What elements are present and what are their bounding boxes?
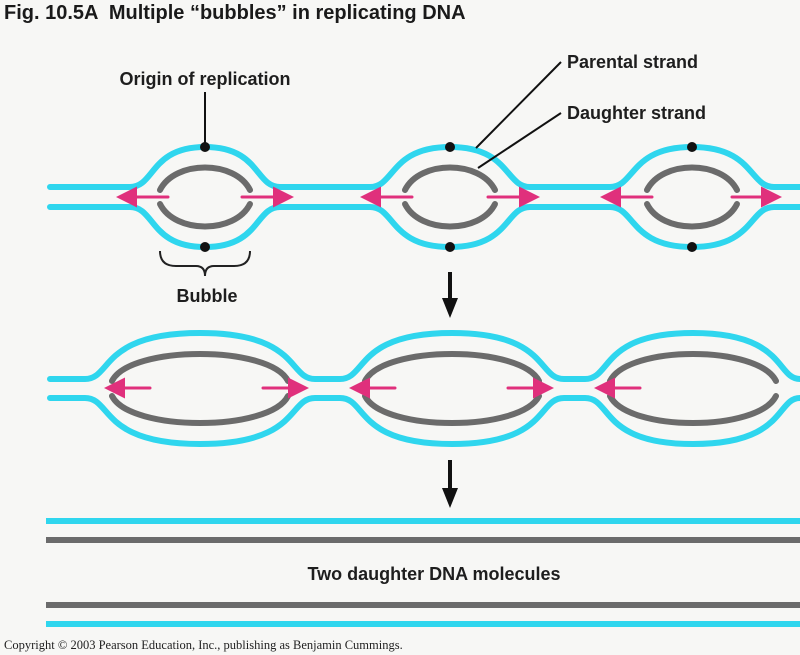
daughter-strand-label: Daughter strand [567,103,706,123]
origin-of-replication-label: Origin of replication [119,69,290,89]
down-arrow [442,460,458,508]
bubble-label: Bubble [177,286,238,306]
daughter-strand [402,201,498,230]
origin-dot [445,142,455,152]
parental-strand [46,621,800,627]
figure-title: Fig. 10.5A Multiple “bubbles” in replica… [4,2,466,24]
daughter-strand [109,393,291,426]
parental-strand-label: Parental strand [567,52,698,72]
stage-3-daughter-molecules [46,518,800,627]
daughter-strand [644,201,740,230]
daughter-leader-line [477,112,562,169]
stage-2-expanded-bubbles [47,329,800,448]
origin-dot [200,242,210,252]
daughter-strand [644,164,740,193]
stage-1-early-bubbles [47,142,800,252]
daughter-strand [362,393,542,426]
parental-strand-bottom [47,395,800,448]
down-arrow [442,272,458,318]
daughter-molecule-top [46,518,800,543]
bubble-brace [159,250,251,277]
origin-dot [687,142,697,152]
daughter-strand [109,351,291,384]
daughter-strand [46,602,800,608]
parental-strand [46,518,800,524]
two-daughter-molecules-label: Two daughter DNA molecules [307,564,560,584]
daughter-strand [607,351,779,384]
origin-dot [200,142,210,152]
daughter-strand [607,393,779,426]
origin-dot [687,242,697,252]
daughter-strand [157,164,253,193]
parental-leader-line [475,61,562,149]
daughter-strand [362,351,542,384]
daughter-strand [402,164,498,193]
origin-dot [445,242,455,252]
copyright-notice: Copyright © 2003 Pearson Education, Inc.… [4,638,403,652]
daughter-strand [46,537,800,543]
daughter-molecule-bottom [46,602,800,627]
parental-strand-top [47,329,800,382]
daughter-strand [157,201,253,230]
